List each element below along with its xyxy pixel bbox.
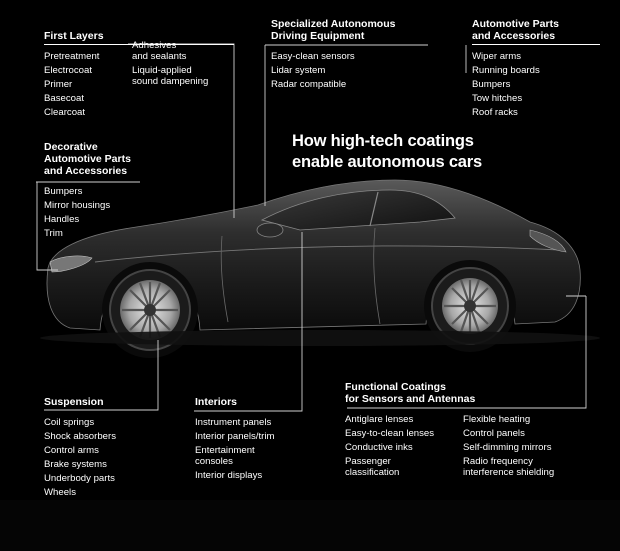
list-item: Entertainment consoles — [195, 445, 255, 467]
headline-line-2: enable autonomous cars — [292, 153, 482, 171]
list-item: Control arms — [44, 445, 99, 456]
group-title: Suspension — [44, 396, 104, 408]
group-functional-coatings: Functional Coatings for Sensors and Ante… — [345, 381, 595, 478]
group-title: Specialized Autonomous Driving Equipment — [271, 18, 396, 42]
list-item: Interior panels/trim — [195, 431, 275, 442]
list-item: Handles — [44, 214, 80, 225]
item-list: Bumpers Mirror housings Handles Trim — [44, 185, 144, 241]
side-mirror — [256, 222, 284, 238]
list-item: Running boards — [472, 65, 540, 76]
list-item: Radar compatible — [271, 79, 347, 90]
headline: How high-tech coatings enable autonomous… — [292, 131, 482, 173]
list-item: Passenger classification — [345, 456, 400, 478]
list-item: Self-dimming mirrors — [463, 442, 552, 453]
item-list: Flexible heating Control panels Self-dim… — [463, 413, 593, 478]
item-list: Coil springs Shock absorbers Control arm… — [44, 416, 174, 500]
list-item: Electrocoat — [44, 65, 92, 76]
group-first-layers: First Layers Pretreatment Electrocoat Pr… — [44, 30, 234, 120]
list-item: Roof racks — [472, 107, 518, 118]
list-item: Shock absorbers — [44, 431, 116, 442]
item-list: Adhesives and sealants Liquid-applied so… — [132, 40, 232, 120]
list-item: Trim — [44, 228, 63, 239]
list-item: Bumpers — [472, 79, 511, 90]
list-item: Flexible heating — [463, 414, 531, 425]
list-item: Coil springs — [44, 417, 95, 428]
group-title: Functional Coatings for Sensors and Ante… — [345, 381, 476, 405]
list-item: Underbody parts — [44, 473, 115, 484]
divider — [44, 44, 234, 45]
list-item: Wiper arms — [472, 51, 522, 62]
list-item: Primer — [44, 79, 73, 90]
group-title: Decorative Automotive Parts and Accessor… — [44, 141, 131, 177]
front-wheel — [109, 269, 191, 351]
divider — [472, 44, 600, 45]
list-item: Antiglare lenses — [345, 414, 414, 425]
list-item: Radio frequency interference shielding — [463, 456, 555, 478]
list-item: Lidar system — [271, 65, 326, 76]
list-item: Adhesives and sealants — [132, 40, 187, 62]
group-suspension: Suspension Coil springs Shock absorbers … — [44, 396, 174, 500]
item-list: Instrument panels Interior panels/trim E… — [195, 416, 325, 483]
list-item: Bumpers — [44, 186, 83, 197]
item-list: Easy-clean sensors Lidar system Radar co… — [271, 50, 431, 92]
item-list: Pretreatment Electrocoat Primer Basecoat… — [44, 50, 132, 120]
group-automotive-parts: Automotive Parts and Accessories Wiper a… — [472, 18, 602, 120]
list-item: Brake systems — [44, 459, 107, 470]
list-item: Control panels — [463, 428, 525, 439]
list-item: Wheels — [44, 487, 76, 498]
group-title: First Layers — [44, 30, 104, 42]
list-item: Easy-to-clean lenses — [345, 428, 435, 439]
list-item: Interior displays — [195, 470, 263, 481]
car-window — [260, 189, 456, 231]
item-list: Antiglare lenses Easy-to-clean lenses Co… — [345, 413, 463, 478]
list-item: Instrument panels — [195, 417, 272, 428]
headline-line-1: How high-tech coatings — [292, 132, 474, 150]
group-title: Interiors — [195, 396, 238, 408]
list-item: Easy-clean sensors — [271, 51, 355, 62]
group-specialized-equipment: Specialized Autonomous Driving Equipment… — [271, 18, 431, 92]
list-item: Basecoat — [44, 93, 85, 104]
list-item: Mirror housings — [44, 200, 111, 211]
footer-band — [0, 500, 620, 551]
list-item: Tow hitches — [472, 93, 523, 104]
list-item: Conductive inks — [345, 442, 413, 453]
group-title: Automotive Parts and Accessories — [472, 18, 559, 42]
group-decorative-parts: Decorative Automotive Parts and Accessor… — [44, 141, 144, 241]
item-list: Wiper arms Running boards Bumpers Tow hi… — [472, 50, 602, 120]
list-item: Clearcoat — [44, 107, 86, 118]
rear-wheel — [431, 267, 509, 345]
list-item: Liquid-applied sound dampening — [132, 65, 209, 87]
group-interiors: Interiors Instrument panels Interior pan… — [195, 396, 325, 483]
list-item: Pretreatment — [44, 51, 100, 62]
